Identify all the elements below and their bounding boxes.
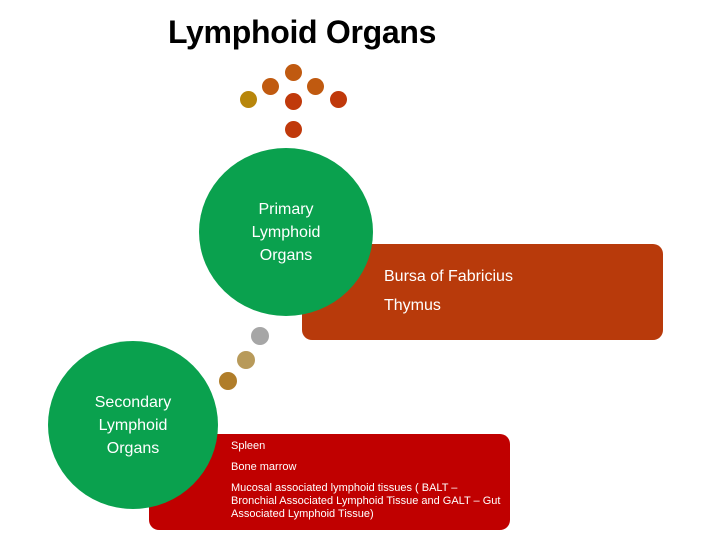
connector-dot-tan [237,351,255,369]
primary-organ-item: Thymus [384,297,441,314]
decor-dot-orange [285,64,302,81]
primary-organ-item: Bursa of Fabricius [384,268,513,285]
decor-dot-rust [285,121,302,138]
secondary-organ-item: Bone marrow [231,461,297,473]
decor-dot-gold [240,91,257,108]
decor-dot-rust [330,91,347,108]
secondary-lymphoid-circle: Secondary Lymphoid Organs [48,341,218,509]
primary-lymphoid-circle: Primary Lymphoid Organs [199,148,373,316]
secondary-organ-item: Spleen [231,440,266,452]
secondary-organ-item: Mucosal associated lymphoid tissues ( BA… [231,482,501,520]
secondary-lymphoid-label: Secondary Lymphoid Organs [94,393,172,457]
connector-dot-gray [251,327,269,345]
decor-dot-rust [285,93,302,110]
decor-dot-orange [307,78,324,95]
page-title: Lymphoid Organs [168,14,437,50]
primary-lymphoid-label: Primary Lymphoid Organs [251,200,321,264]
decor-dot-orange [262,78,279,95]
connector-dot-bronze [219,372,237,390]
